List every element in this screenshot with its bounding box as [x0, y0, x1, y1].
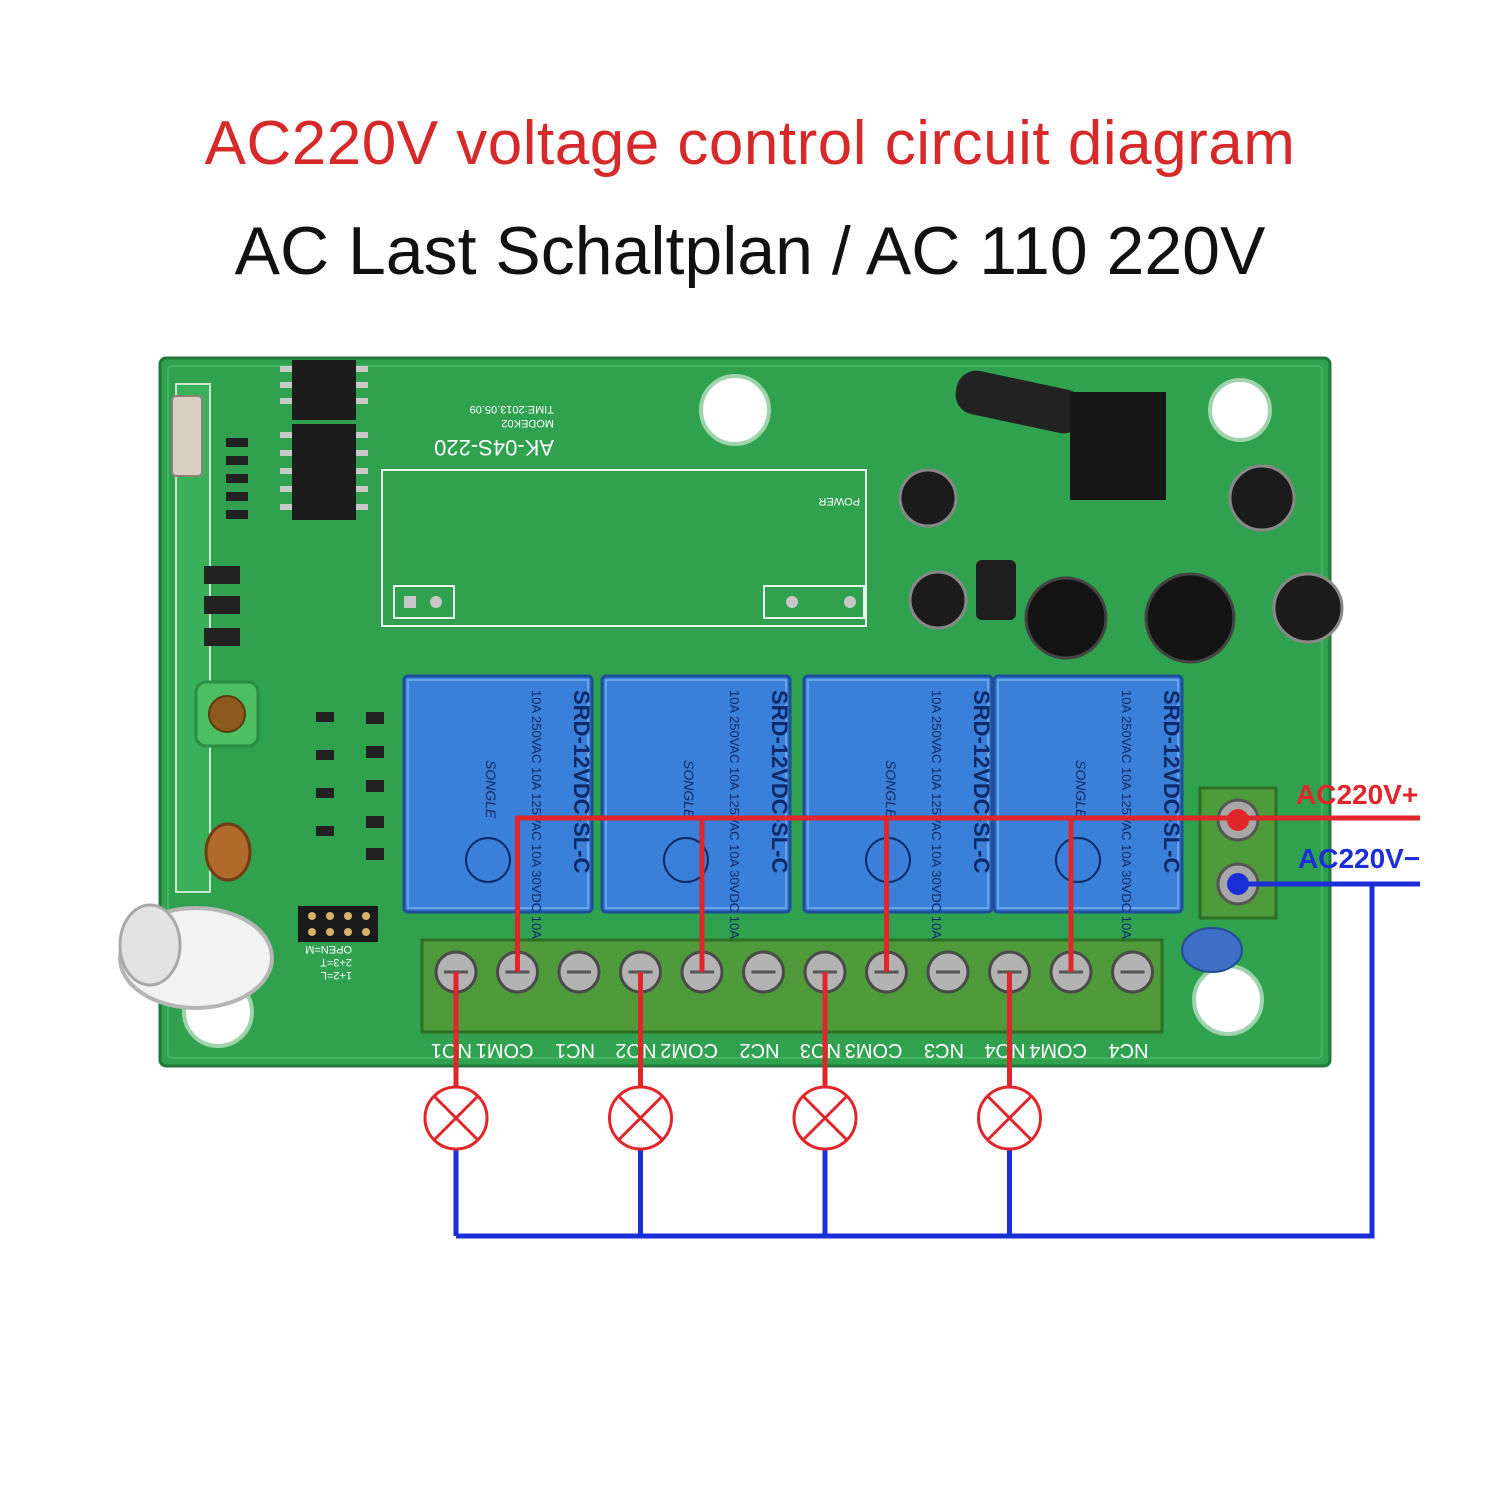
relay-model-label: SRD-12VDC-SL-C — [767, 690, 792, 873]
relay-1: SRD-12VDC-SL-C 10A 250VAC 10A 125VAC 10A … — [402, 674, 594, 984]
terminal-label: NC3 — [924, 1039, 964, 1061]
relay-model-label: SRD-12VDC-SL-C — [1159, 690, 1184, 873]
relay-brand-label: SONGLE — [1073, 760, 1089, 819]
inductor — [1024, 576, 1108, 660]
terminal-nc4: NC4 — [1108, 950, 1154, 1061]
push-button — [171, 395, 203, 477]
live-bus-wire — [515, 815, 1420, 972]
terminal-label: NO1 — [431, 1039, 472, 1061]
lamp-icon — [792, 1085, 858, 1151]
relay-brand-label: SONGLE — [483, 760, 499, 819]
terminal-label: NO3 — [800, 1039, 841, 1061]
jumper-label-1: 1+2=L — [321, 969, 352, 981]
capacitor — [1272, 572, 1344, 644]
solder-pad — [404, 596, 416, 608]
board-date-code: TIME:2013.05.09 — [470, 403, 554, 415]
terminal-label: COM3 — [845, 1039, 903, 1061]
relay-body — [600, 674, 792, 914]
capacitor — [1228, 464, 1296, 532]
electrolytic-capacitor — [955, 370, 1085, 434]
output-terminal-block — [420, 938, 1164, 1034]
terminal-label: NC4 — [1108, 1039, 1148, 1061]
board-model-label: AK-04S-220 — [434, 435, 554, 460]
neutral-return-bus — [456, 884, 1375, 1239]
ic-pins — [280, 366, 368, 510]
relay-model-label: SRD-12VDC-SL-C — [569, 690, 594, 873]
coil-core — [208, 695, 246, 733]
relay-spec-label: 10A 250VAC 10A 125VAC 10A 30VDC 10A 28VD… — [529, 690, 544, 984]
relay-spec-label: 10A 250VAC 10A 125VAC 10A 30VDC 10A 28VD… — [929, 690, 944, 984]
diode — [976, 560, 1016, 620]
terminal-label: NC2 — [739, 1039, 779, 1061]
relay-spec-label: 10A 250VAC 10A 125VAC 10A 30VDC 10A 28VD… — [727, 690, 742, 984]
jumper-header — [298, 906, 378, 942]
inductor — [1144, 572, 1236, 664]
pcb-board: 1+2=L 2+3=T OPEN=M AK-04S-220 MODEK02 TI… — [118, 356, 1344, 1068]
lamp-icon — [608, 1085, 673, 1151]
power-pads-right — [763, 585, 865, 619]
antenna-coil — [204, 822, 252, 882]
relay-edge — [407, 679, 589, 909]
lamp-icon — [977, 1085, 1042, 1151]
relay-edge — [807, 679, 989, 909]
diagram-subtitle: AC Last Schaltplan / AC 110 220V — [234, 213, 1266, 289]
relay-3: SRD-12VDC-SL-C 10A 250VAC 10A 125VAC 10A … — [802, 674, 994, 984]
capacitor — [908, 570, 968, 630]
terminal-nc2: NC2 — [739, 950, 785, 1061]
relay-body — [992, 674, 1184, 914]
terminal-label: NO2 — [615, 1039, 656, 1061]
solder-pad — [786, 596, 798, 608]
terminal-label: COM2 — [660, 1039, 718, 1061]
jumper-label-2: 2+3=T — [320, 956, 352, 968]
wiring — [453, 809, 1420, 1239]
mounting-hole — [699, 374, 771, 446]
relay-body — [402, 674, 594, 914]
relay-2: SRD-12VDC-SL-C 10A 250VAC 10A 125VAC 10A … — [600, 674, 792, 984]
power-module-outline — [381, 469, 867, 627]
supply-negative-label: AC220V− — [1298, 843, 1420, 874]
lamp-icon — [423, 1085, 489, 1151]
neutral-junction-dot — [1227, 873, 1249, 895]
ic-chip — [292, 424, 356, 520]
relay-4: SRD-12VDC-SL-C 10A 250VAC 10A 125VAC 10A … — [992, 674, 1184, 984]
live-junction-dot — [1227, 809, 1249, 831]
x-capacitor — [1181, 927, 1243, 973]
relay-logo-icon — [465, 837, 511, 883]
solder-pad — [844, 596, 856, 608]
terminal-nc3: NC3 — [924, 950, 970, 1061]
relay-spec-label: 10A 250VAC 10A 125VAC 10A 30VDC 10A 28VD… — [1119, 690, 1134, 984]
mounting-hole — [1192, 964, 1264, 1036]
capacitor — [898, 468, 958, 528]
power-ic — [1070, 392, 1166, 500]
antenna-wire-end — [118, 903, 182, 987]
terminal-nc1: NC1 — [555, 950, 601, 1061]
diagram-title: AC220V voltage control circuit diagram — [204, 109, 1296, 178]
solder-pad — [430, 596, 442, 608]
terminal-label: NC1 — [555, 1039, 595, 1061]
relay-logo-icon — [1055, 837, 1101, 883]
jumper-pins — [308, 912, 370, 936]
relay-body — [802, 674, 994, 914]
mounting-hole — [1208, 378, 1272, 442]
relay-logo-icon — [663, 837, 709, 883]
power-label: POWER — [818, 495, 860, 507]
ic-chip — [292, 360, 356, 420]
supply-positive-label: AC220V+ — [1296, 779, 1418, 810]
relay-model-label: SRD-12VDC-SL-C — [969, 690, 994, 873]
terminal-label: COM4 — [1029, 1039, 1087, 1061]
relay-brand-label: SONGLE — [883, 760, 899, 819]
terminal-label: NO4 — [984, 1039, 1025, 1061]
board-model-sub: MODEK02 — [501, 417, 554, 429]
terminal-label: COM1 — [476, 1039, 534, 1061]
jumper-label-3: OPEN=M — [305, 943, 352, 955]
relay-edge — [997, 679, 1179, 909]
power-pads-left — [393, 585, 455, 619]
relay-edge — [605, 679, 787, 909]
smd-components — [204, 438, 384, 860]
relay-brand-label: SONGLE — [681, 760, 697, 819]
